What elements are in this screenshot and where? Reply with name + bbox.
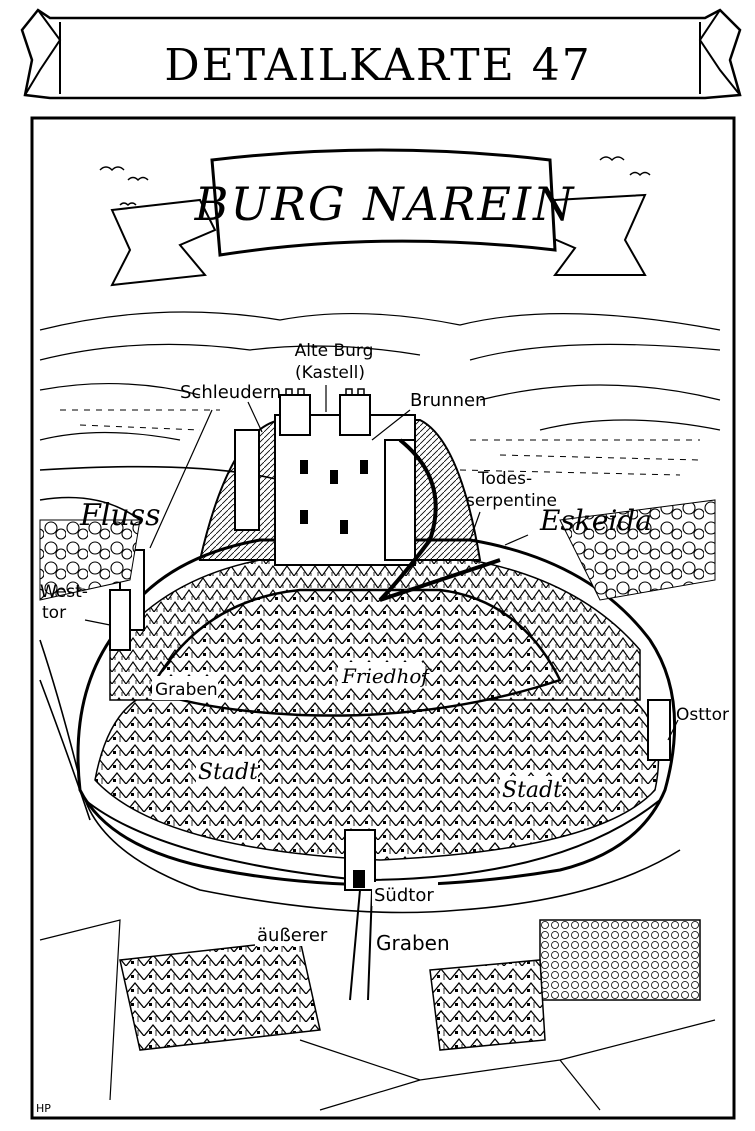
forest-east [559, 499, 716, 601]
label-graben-inner: Graben [155, 680, 218, 700]
label-serpentine: serpentine [466, 491, 557, 511]
label-fluss: Fluss [79, 498, 161, 533]
alte-burg-keep [274, 388, 416, 566]
outer-fields [39, 919, 716, 1111]
inner-wall [148, 588, 562, 717]
label-stadt-east: Stadt [502, 778, 562, 803]
label-aeusserer: äußerer [257, 925, 328, 946]
pointer-lines [84, 385, 679, 741]
artist-signature: HP [36, 1102, 51, 1115]
label-friedhof: Friedhof [341, 664, 432, 688]
label-alte-burg: Alte Burg [295, 341, 374, 361]
label-todes: Todes- [477, 469, 532, 489]
forest-west [39, 519, 141, 601]
label-brunnen: Brunnen [410, 390, 486, 411]
sheet-title-banner [20, 8, 742, 100]
todesserpentine-road [378, 438, 501, 602]
label-tor: tor [42, 603, 66, 623]
label-kastell: (Kastell) [295, 363, 365, 383]
label-graben-outer: Graben [376, 931, 450, 955]
label-west: West- [40, 582, 88, 602]
label-eskeida: Eskeida [539, 504, 652, 537]
map-title: BURG NAREIN [194, 177, 576, 231]
label-schleudern: Schleudern [180, 382, 281, 403]
background-fields [60, 409, 701, 476]
label-stadt-west: Stadt [198, 760, 258, 785]
sheet-title: DETAILKARTE 47 [164, 40, 591, 91]
birds [99, 156, 651, 207]
farm-west [119, 939, 321, 1051]
osttor-tower [647, 699, 671, 761]
suedtor-gate [344, 829, 376, 1001]
label-osttor: Osttor [676, 705, 729, 725]
background-hills [39, 311, 721, 441]
orchard [539, 919, 701, 1001]
map-title-banner [110, 148, 647, 287]
farm-south [429, 959, 546, 1051]
map-frame [30, 116, 736, 1120]
label-suedtor: Südtor [374, 885, 434, 906]
